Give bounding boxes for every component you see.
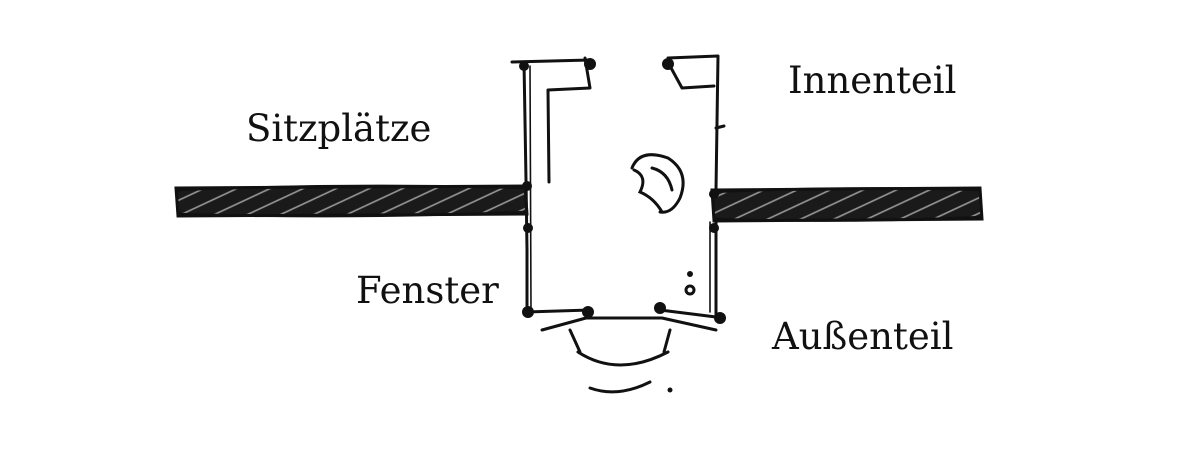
label-fenster: Fenster xyxy=(356,269,499,312)
label-aussenteil: Außenteil xyxy=(772,315,954,358)
handle-sketch xyxy=(630,153,696,296)
wall-left xyxy=(174,184,529,218)
label-sitzplaetze: Sitzplätze xyxy=(246,107,432,150)
window-frame xyxy=(510,54,726,394)
hinge-dots xyxy=(519,58,726,393)
wall-right xyxy=(710,186,984,223)
label-innenteil: Innenteil xyxy=(788,59,957,102)
